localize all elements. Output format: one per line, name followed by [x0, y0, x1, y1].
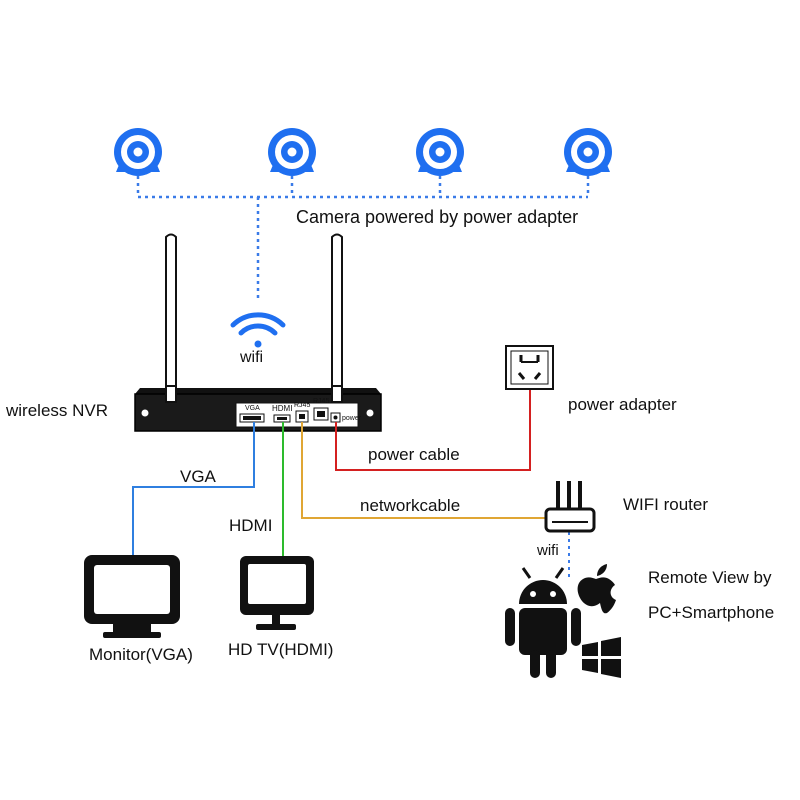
camera-icon — [564, 128, 612, 176]
wireless-nvr-label: wireless NVR — [6, 401, 109, 420]
monitor-label: Monitor(VGA) — [89, 645, 193, 664]
camera-icon — [416, 128, 464, 176]
windows-icon — [582, 637, 621, 678]
camera-icon — [114, 128, 162, 176]
remote-view-line1: Remote View by — [648, 568, 772, 587]
router-icon — [544, 481, 596, 533]
tv-icon — [240, 556, 314, 630]
camera-caption: Camera powered by power adapter — [296, 207, 579, 227]
network-cable — [301, 422, 546, 519]
remote-view-line2: PC+Smartphone — [648, 603, 775, 622]
nvr-wifi-label: wifi — [240, 349, 264, 366]
android-icon — [505, 567, 581, 678]
router-wifi-label: wifi — [537, 542, 559, 559]
wifi-icon — [230, 312, 286, 348]
power-cable-label: power cable — [368, 445, 460, 464]
hdtv-label: HD TV(HDMI) — [228, 640, 334, 659]
port-label-hdmi: HDMI — [272, 404, 293, 413]
hdmi-cable-label: HDMI — [229, 516, 273, 535]
monitor-icon — [84, 555, 180, 638]
power-adapter-label: power adapter — [568, 395, 677, 414]
port-label-vga: VGA — [245, 405, 260, 412]
wifi-router-label: WIFI router — [623, 495, 709, 514]
vga-cable-label: VGA — [180, 467, 216, 486]
port-label-rj45-1: RJ45 — [294, 402, 311, 409]
nvr-device — [134, 233, 382, 432]
power-cable — [335, 390, 531, 471]
power-outlet-icon — [505, 345, 554, 390]
apple-icon — [577, 564, 616, 614]
port-label-power: power — [342, 415, 362, 422]
camera-wifi-links — [136, 176, 590, 302]
network-cable-label: networkcable — [360, 496, 461, 515]
port-label-rj45-2: RJ45 — [313, 398, 330, 405]
vga-cable — [132, 422, 255, 555]
camera-icon — [268, 128, 316, 176]
